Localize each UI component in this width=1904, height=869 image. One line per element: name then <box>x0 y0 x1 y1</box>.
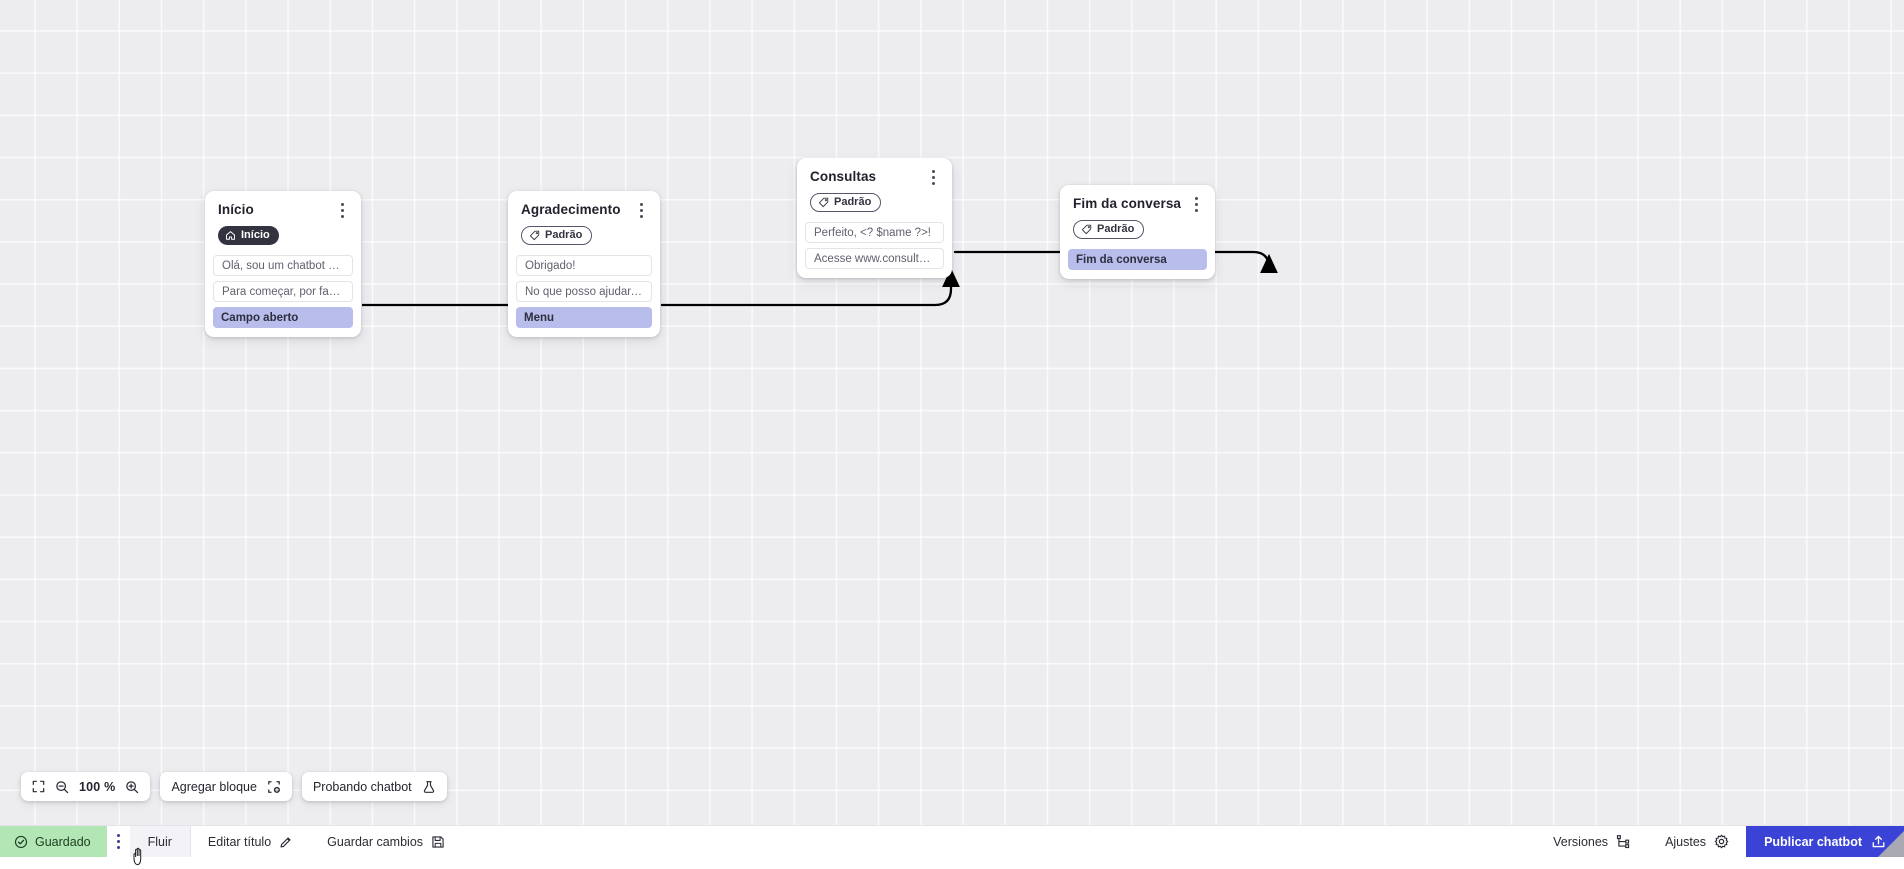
node-badge-row: Início <box>205 219 361 255</box>
node-menu-button[interactable] <box>334 201 350 219</box>
zoom-level-value: 100 % <box>79 780 115 794</box>
node-header: Fim da conversa <box>1060 185 1215 213</box>
versions-button[interactable]: Versiones <box>1536 826 1648 857</box>
node-badge-row: Padrão <box>508 219 660 255</box>
row-text: Acesse www.consultas.com par... <box>814 253 935 265</box>
add-block-icon <box>267 780 281 794</box>
canvas-toolbar: 100 % Agregar bloque Probando chatbot <box>21 772 447 801</box>
row-text: Fim da conversa <box>1076 254 1167 266</box>
node-menu-button[interactable] <box>925 168 941 186</box>
publish-label: Publicar chatbot <box>1764 835 1862 849</box>
flow-node-agradecimento[interactable]: Agradecimento Padrão Obrigado! No que po… <box>508 191 660 337</box>
gear-icon <box>1714 834 1729 849</box>
node-menu-button[interactable] <box>1188 195 1204 213</box>
node-badge-row: Padrão <box>797 186 952 222</box>
connector-layer <box>0 0 1904 825</box>
badge-label: Padrão <box>545 230 582 241</box>
zoom-in-icon[interactable] <box>125 780 139 794</box>
publish-chatbot-button[interactable]: Publicar chatbot <box>1746 826 1904 857</box>
node-row-message[interactable]: Obrigado! <box>516 255 652 276</box>
node-rows: Olá, sou um chatbot de teste! Para começ… <box>205 255 361 337</box>
tab-fluir-label: Fluir <box>148 835 172 849</box>
edit-title-label: Editar título <box>208 835 271 849</box>
fit-screen-icon[interactable] <box>32 780 45 793</box>
node-header: Início <box>205 191 361 219</box>
node-row-menu[interactable]: Menu <box>516 307 652 328</box>
node-title: Início <box>218 202 254 217</box>
tag-icon <box>529 230 540 241</box>
node-badge-padrao[interactable]: Padrão <box>521 226 592 245</box>
status-bar: Guardado Fluir Editar título Guardar cam… <box>0 825 1904 857</box>
node-row-input[interactable]: Campo aberto <box>213 307 353 328</box>
statusbar-spacer <box>462 826 1536 857</box>
tab-fluir[interactable]: Fluir <box>130 826 191 857</box>
node-row-message[interactable]: Acesse www.consultas.com par... <box>805 248 944 269</box>
node-row-end[interactable]: Fim da conversa <box>1068 249 1207 270</box>
badge-label: Padrão <box>1097 224 1134 235</box>
node-row-message[interactable]: Olá, sou um chatbot de teste! <box>213 255 353 276</box>
node-header: Consultas <box>797 158 952 186</box>
zoom-out-icon[interactable] <box>55 780 69 794</box>
upload-icon <box>1871 834 1886 849</box>
home-icon <box>225 230 236 241</box>
node-badge-inicio[interactable]: Início <box>218 226 279 245</box>
row-text: No que posso ajudar, <? $name ... <box>525 286 643 298</box>
statusbar-menu-button[interactable] <box>107 826 130 857</box>
node-header: Agradecimento <box>508 191 660 219</box>
node-badge-padrao[interactable]: Padrão <box>1073 220 1144 239</box>
tag-icon <box>818 197 829 208</box>
node-row-message[interactable]: Perfeito, <? $name ?>! <box>805 222 944 243</box>
flask-icon <box>422 780 436 794</box>
test-chatbot-label: Probando chatbot <box>313 780 412 794</box>
saved-status-badge: Guardado <box>0 826 107 857</box>
edit-title-button[interactable]: Editar título <box>191 826 310 857</box>
flow-node-consultas[interactable]: Consultas Padrão Perfeito, <? $name ?>! … <box>797 158 952 278</box>
node-title: Agradecimento <box>521 202 621 217</box>
row-text: Obrigado! <box>525 260 576 272</box>
saved-label: Guardado <box>35 835 91 849</box>
node-row-message[interactable]: No que posso ajudar, <? $name ... <box>516 281 652 302</box>
row-text: Campo aberto <box>221 312 298 324</box>
add-block-label: Agregar bloque <box>171 780 256 794</box>
versions-label: Versiones <box>1553 835 1608 849</box>
pencil-icon <box>279 835 293 849</box>
node-rows: Perfeito, <? $name ?>! Acesse www.consul… <box>797 222 952 278</box>
node-rows: Obrigado! No que posso ajudar, <? $name … <box>508 255 660 337</box>
node-title: Consultas <box>810 169 876 184</box>
save-changes-label: Guardar cambios <box>327 835 423 849</box>
row-text: Para começar, por favor digite o ... <box>222 286 344 298</box>
row-text: Menu <box>524 312 554 324</box>
node-badge-row: Padrão <box>1060 213 1215 249</box>
badge-label: Padrão <box>834 197 871 208</box>
branch-icon <box>1616 834 1631 849</box>
settings-button[interactable]: Ajustes <box>1648 826 1746 857</box>
node-rows: Fim da conversa <box>1060 249 1215 279</box>
flow-canvas[interactable]: Início Início Olá, sou um chatbot de tes… <box>0 0 1904 825</box>
add-block-button[interactable]: Agregar bloque <box>160 772 291 801</box>
tag-icon <box>1081 224 1092 235</box>
test-chatbot-button[interactable]: Probando chatbot <box>302 772 447 801</box>
node-row-message[interactable]: Para começar, por favor digite o ... <box>213 281 353 302</box>
row-text: Olá, sou um chatbot de teste! <box>222 260 344 272</box>
node-title: Fim da conversa <box>1073 196 1181 211</box>
check-circle-icon <box>14 835 28 849</box>
settings-label: Ajustes <box>1665 835 1706 849</box>
row-text: Perfeito, <? $name ?>! <box>814 227 931 239</box>
save-changes-button[interactable]: Guardar cambios <box>310 826 462 857</box>
node-menu-button[interactable] <box>633 201 649 219</box>
floppy-disk-icon <box>431 835 445 849</box>
flow-node-inicio[interactable]: Início Início Olá, sou um chatbot de tes… <box>205 191 361 337</box>
badge-label: Início <box>241 230 270 241</box>
flow-node-fim-da-conversa[interactable]: Fim da conversa Padrão Fim da conversa <box>1060 185 1215 279</box>
node-badge-padrao[interactable]: Padrão <box>810 193 881 212</box>
zoom-controls: 100 % <box>21 772 150 801</box>
